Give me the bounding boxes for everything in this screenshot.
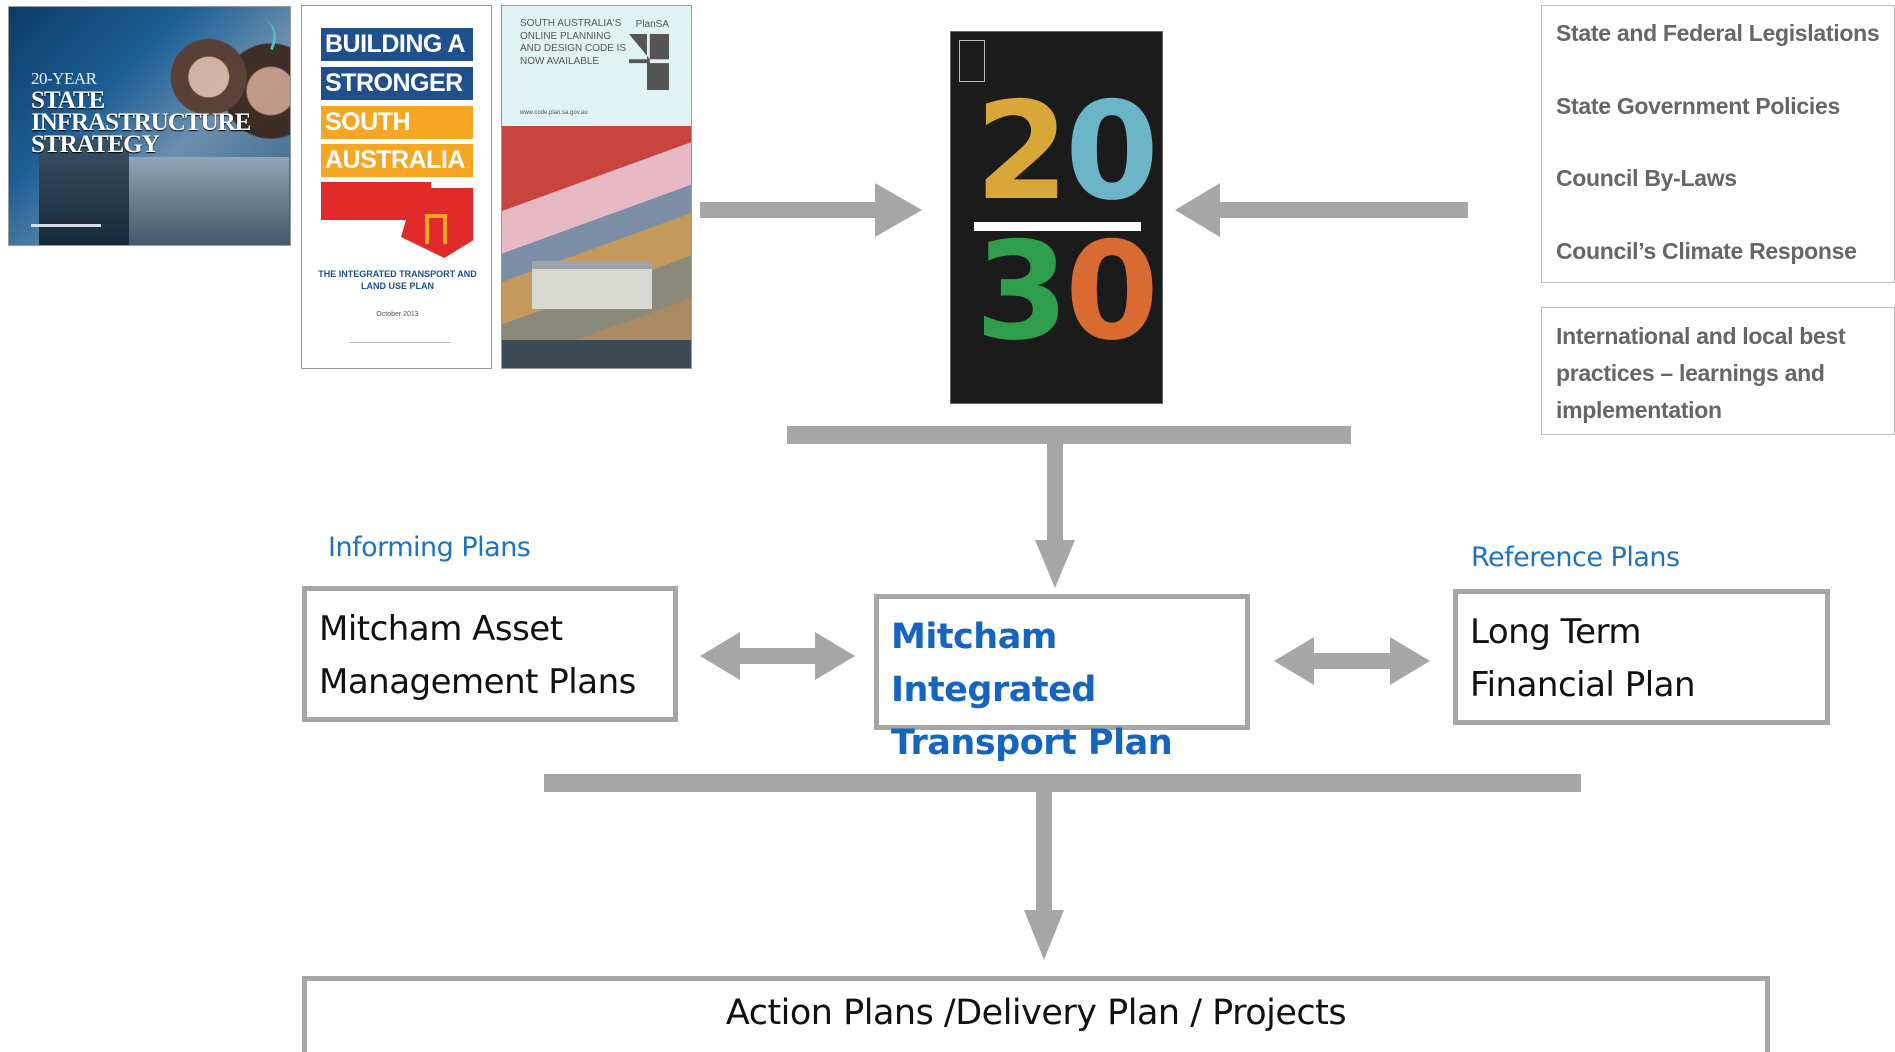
cover-digit: 0 xyxy=(1065,213,1159,370)
cover-subtitle: THE INTEGRATED TRANSPORT AND LAND USE PL… xyxy=(318,269,477,291)
plansa-logo-icon xyxy=(629,34,669,90)
arrow-down-to-action xyxy=(1024,788,1064,960)
cover-digit: 3 xyxy=(975,213,1069,370)
criteria-list: State and Federal Legislations State Gov… xyxy=(1541,5,1895,283)
arrow-down-to-mitp xyxy=(1035,440,1075,588)
plansa-brand: PlanSA xyxy=(635,19,669,30)
box-action-plans: Action Plans /Delivery Plan / Projects xyxy=(302,976,1770,1052)
cover-digit: 2 xyxy=(975,73,1069,230)
box-text: Action Plans /Delivery Plan / Projects xyxy=(725,993,1347,1033)
cover-state-infrastructure-strategy: 20-YEAR STATE INFRASTRUCTURE STRATEGY xyxy=(8,6,291,246)
cover-digit: 0 xyxy=(1065,73,1159,230)
label-informing-plans: Informing Plans xyxy=(328,532,531,563)
connector-bar-lower xyxy=(544,774,1581,792)
best-practice-box: International and local best practices –… xyxy=(1541,307,1895,435)
criteria-item: Council By-Laws xyxy=(1556,165,1737,191)
cover-footer-logos xyxy=(502,340,691,368)
cover-title-line: STATE xyxy=(31,87,105,114)
label-reference-plans: Reference Plans xyxy=(1471,542,1680,573)
cover-band: SOUTH xyxy=(321,106,473,139)
box-text: Long Term Financial Plan xyxy=(1470,612,1696,705)
council-crest-icon xyxy=(959,40,985,82)
criteria-item: Council’s Climate Response xyxy=(1556,238,1857,264)
cover-title: STATE INFRASTRUCTURE STRATEGY xyxy=(31,87,251,158)
cover-date: October 2013 xyxy=(376,311,419,318)
connector-bar-upper xyxy=(787,426,1351,444)
cover-kicker: 20-YEAR xyxy=(31,69,97,88)
box-integrated-transport-plan: Mitcham Integrated Transport Plan xyxy=(874,594,1250,763)
house-icon xyxy=(425,214,447,244)
cover-title-line: STRATEGY xyxy=(31,131,160,158)
cover-footer-rule xyxy=(31,224,101,227)
cover-photo-people xyxy=(139,7,290,147)
cover-title-line: INFRASTRUCTURE xyxy=(31,109,251,136)
cover-divider xyxy=(974,222,1141,231)
cover-photo-building xyxy=(39,137,129,245)
arrow-covers-to-2030 xyxy=(700,183,922,237)
arrow-criteria-to-2030 xyxy=(1175,183,1468,237)
cover-url: www.code.plan.sa.gov.au xyxy=(520,110,588,116)
government-crest-icon xyxy=(350,342,450,355)
criteria-item: State Government Policies xyxy=(1556,93,1840,119)
box-text: Mitcham Integrated Transport Plan xyxy=(891,617,1173,763)
box-text: Mitcham Asset Management Plans xyxy=(319,609,636,702)
best-practice-text: International and local best practices –… xyxy=(1556,323,1846,423)
cover-band: BUILDING A xyxy=(321,28,473,61)
cover-plansa: SOUTH AUSTRALIA'S ONLINE PLANNING AND DE… xyxy=(501,5,692,369)
cover-building-stronger-sa: BUILDING A STRONGER SOUTH AUSTRALIA THE … xyxy=(301,5,492,369)
double-arrow-mitp-financial xyxy=(1274,637,1430,685)
criteria-item: State and Federal Legislations xyxy=(1556,20,1880,46)
double-arrow-asset-mitp xyxy=(700,632,855,680)
cover-photo-building-low xyxy=(129,157,289,245)
box-long-term-financial-plan: Long Term Financial Plan xyxy=(1453,589,1830,725)
cover-text: SOUTH AUSTRALIA'S ONLINE PLANNING AND DE… xyxy=(520,18,627,67)
cover-band: STRONGER xyxy=(321,67,473,100)
cover-shed-image xyxy=(532,261,652,309)
cover-strategic-plan-2030: 2 0 3 0 xyxy=(950,31,1163,404)
box-asset-management-plans: Mitcham Asset Management Plans xyxy=(302,586,678,722)
cover-band: AUSTRALIA xyxy=(321,144,473,177)
